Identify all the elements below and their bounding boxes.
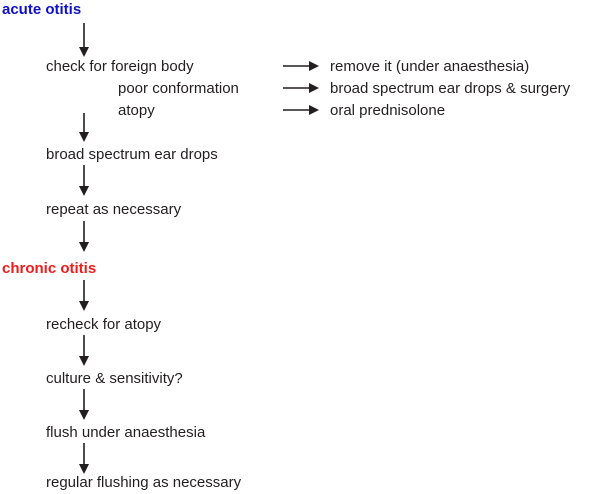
ear-drops-surgery-outcome: broad spectrum ear drops & surgery [330, 80, 571, 97]
atopy-step: atopy [118, 102, 155, 119]
broad-spectrum-ear-drops-step: broad spectrum ear drops [46, 146, 218, 163]
culture-sensitivity-step: culture & sensitivity? [46, 370, 183, 387]
recheck-atopy-step: recheck for atopy [46, 316, 162, 333]
oral-prednisolone-outcome: oral prednisolone [330, 102, 446, 119]
acute-otitis-heading: acute otitis [2, 1, 82, 18]
remove-foreign-body-outcome: remove it (under anaesthesia) [330, 58, 530, 75]
chronic-otitis-heading: chronic otitis [2, 260, 97, 277]
repeat-as-necessary-step: repeat as necessary [46, 201, 182, 218]
regular-flushing-step: regular flushing as necessary [46, 474, 242, 491]
poor-conformation-step: poor conformation [118, 80, 239, 97]
flush-under-anaesthesia-step: flush under anaesthesia [46, 424, 206, 441]
check-foreign-body-step: check for foreign body [46, 58, 194, 75]
